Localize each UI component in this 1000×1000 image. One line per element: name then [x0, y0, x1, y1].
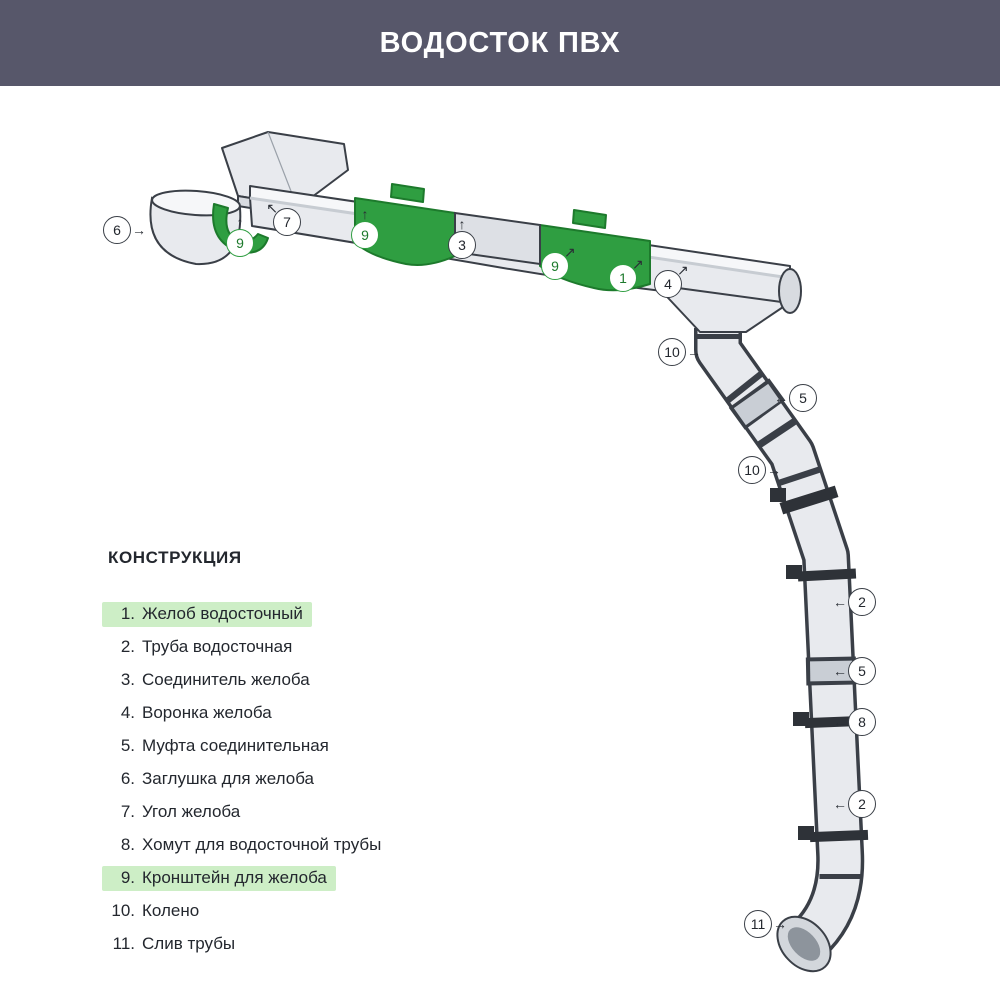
callout-5: 5←	[833, 657, 876, 685]
callout-9: 9↗	[541, 245, 576, 280]
callout-number: 10	[664, 344, 680, 360]
callout-6: 6→	[103, 216, 146, 244]
legend-item-label: Желоб водосточный	[142, 604, 303, 623]
legend-item-5: 5. Муфта соединительная	[108, 734, 390, 759]
legend-item-label: Соединитель желоба	[142, 670, 310, 689]
legend-item-number: 1.	[120, 604, 135, 623]
legend-title: КОНСТРУКЦИЯ	[108, 548, 242, 567]
callout-number: 5	[799, 390, 807, 406]
callout-10: 10 →	[738, 456, 781, 484]
callout-arrow-icon: ←	[833, 714, 847, 730]
legend-item-number: 11.	[112, 934, 135, 953]
callout-number: 2	[858, 796, 866, 812]
legend-item-6: 6. Заглушка для желоба	[108, 767, 390, 792]
callout-number: 6	[113, 222, 121, 238]
callout-number: 7	[283, 214, 291, 230]
legend-item-1: 1. Желоб водосточный	[102, 602, 390, 627]
callout-number: 3	[458, 237, 466, 253]
callout-arrow-icon: ↑	[458, 216, 466, 232]
legend-item-2: 2. Труба водосточная	[108, 635, 390, 660]
legend-item-number: 7.	[120, 802, 135, 821]
callout-2: 2←	[833, 588, 876, 616]
callout-number: 2	[858, 594, 866, 610]
legend-item-number: 10.	[111, 901, 135, 920]
callout-arrow-icon: ↑	[236, 214, 244, 230]
callout-9: 9↑	[351, 207, 379, 249]
callout-8: 8←	[833, 708, 876, 736]
legend-item-label: Воронка желоба	[142, 703, 272, 722]
legend-item-11: 11. Слив трубы	[108, 932, 390, 957]
callout-arrow-icon: ↑	[361, 206, 369, 222]
legend-item-label: Труба водосточная	[142, 637, 293, 656]
legend-item-number: 3.	[120, 670, 135, 689]
callout-arrow-icon: ←	[774, 390, 788, 406]
legend-item-number: 5.	[120, 736, 135, 755]
callout-number: 9	[361, 227, 369, 243]
callout-9: 9↑	[226, 215, 254, 257]
legend-item-number: 2.	[120, 637, 135, 656]
legend-item-label: Слив трубы	[142, 934, 236, 953]
callout-arrow-icon: ←	[833, 594, 847, 610]
callout-arrow-icon: ←	[833, 796, 847, 812]
pipe-coupling	[728, 378, 857, 686]
pipe-outlet	[776, 915, 832, 973]
callout-arrow-icon: →	[132, 222, 146, 238]
callout-number: 8	[858, 714, 866, 730]
downpipe	[694, 326, 865, 958]
legend: КОНСТРУКЦИЯ 1. Желоб водосточный 2. Труба в…	[102, 548, 390, 965]
legend-item-label: Кронштейн для желоба	[142, 868, 327, 887]
legend-list: 1. Желоб водосточный 2. Труба водосточная 3.…	[102, 602, 390, 957]
gutter-funnel	[655, 268, 802, 333]
legend-item-8: 8. Хомут для водосточной трубы	[108, 833, 390, 858]
legend-item-10: 10. Колено	[108, 899, 390, 924]
callout-7: 7↖	[266, 201, 301, 236]
legend-item-number: 4.	[120, 703, 135, 722]
callout-3: 3↑	[448, 217, 476, 259]
callout-4: 4↗	[654, 263, 689, 298]
legend-item-label: Колено	[142, 901, 200, 920]
callout-arrow-icon: →	[687, 344, 701, 360]
header: ВОДОСТОК ПВХ	[0, 0, 1000, 86]
callout-1: 1↗	[609, 257, 644, 292]
legend-item-label: Заглушка для желоба	[142, 769, 314, 788]
diagram-area: 6→9↑7↖9↑3↑9↗1↗4↗10→5←10→2←5←8←2←11→ КОНС…	[0, 86, 1000, 1000]
callout-number: 11	[750, 916, 766, 932]
callout-number: 1	[619, 270, 627, 286]
callout-arrow-icon: ←	[833, 663, 847, 679]
callout-arrow-icon: ↗	[677, 262, 689, 278]
page-title: ВОДОСТОК ПВХ	[379, 26, 621, 59]
legend-item-9: 9. Кронштейн для желоба	[102, 866, 390, 891]
legend-item-label: Угол желоба	[142, 802, 241, 821]
legend-item-7: 7. Угол желоба	[108, 800, 390, 825]
callout-5: 5←	[774, 384, 817, 412]
pipe-clamp	[770, 485, 869, 843]
callout-arrow-icon: →	[773, 916, 787, 932]
legend-item-3: 3. Соединитель желоба	[108, 668, 390, 693]
callout-number: 4	[664, 276, 672, 292]
legend-item-4: 4. Воронка желоба	[108, 701, 390, 726]
callout-arrow-icon: ↖	[266, 200, 278, 216]
legend-item-number: 6.	[120, 769, 135, 788]
callout-number: 9	[236, 235, 244, 251]
callout-arrow-icon: →	[767, 462, 781, 478]
callout-number: 5	[858, 663, 866, 679]
callout-11: 11 →	[744, 910, 787, 938]
callout-arrow-icon: ↗	[632, 256, 644, 272]
callout-2: 2←	[833, 790, 876, 818]
callout-arrow-icon: ↗	[564, 244, 576, 260]
legend-item-number: 8.	[120, 835, 135, 854]
legend-item-number: 9.	[120, 868, 135, 887]
callout-number: 9	[551, 258, 559, 274]
callout-10: 10 →	[658, 338, 701, 366]
callout-number: 10	[744, 462, 760, 478]
legend-item-label: Муфта соединительная	[142, 736, 329, 755]
legend-item-label: Хомут для водосточной трубы	[142, 835, 382, 854]
